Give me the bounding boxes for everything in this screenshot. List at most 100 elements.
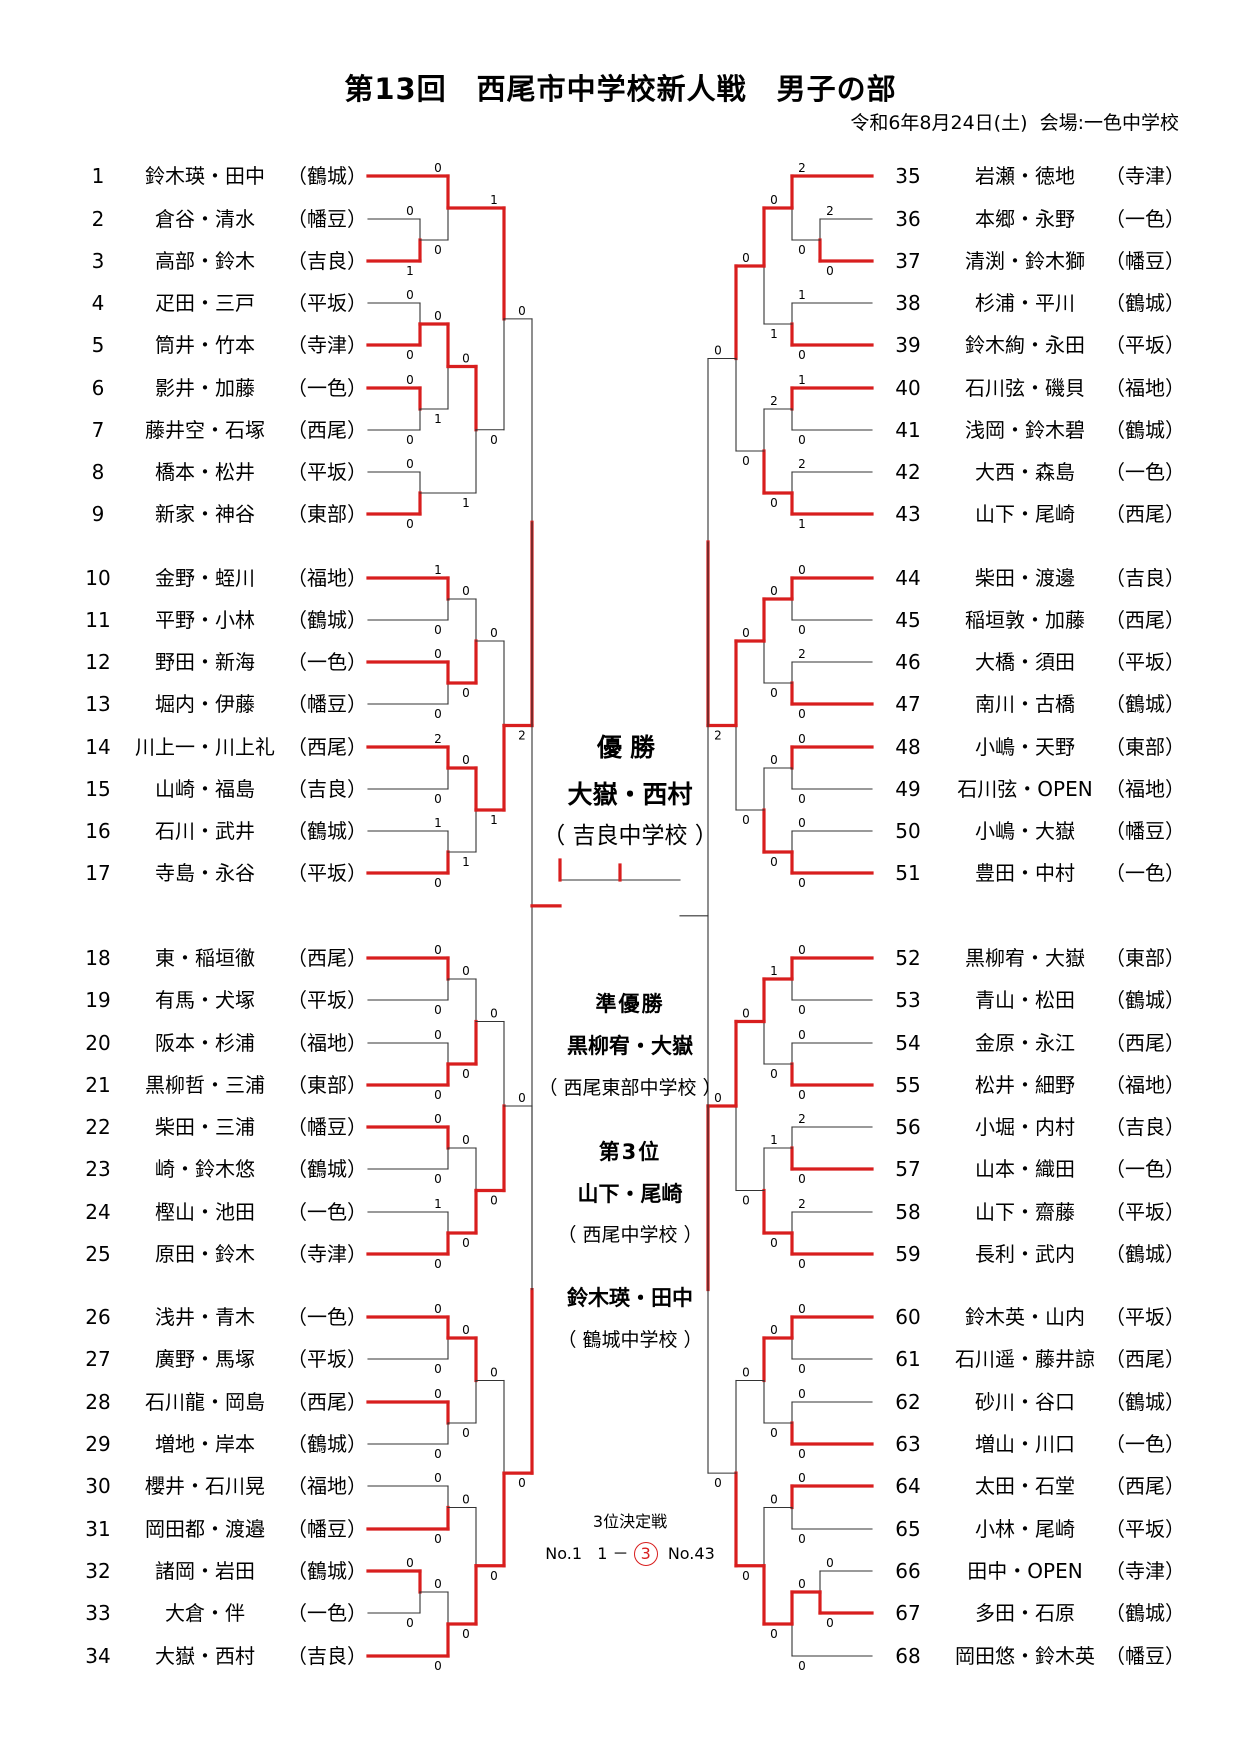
match-score: 0: [462, 1627, 470, 1641]
match-score: 2: [518, 729, 526, 743]
match-score: 1: [434, 816, 442, 830]
entry-number: 49: [895, 777, 921, 801]
match-score: 2: [826, 204, 834, 218]
entry-number: 15: [85, 777, 111, 801]
match-score: 0: [434, 1362, 442, 1376]
entry-school: （鶴城）: [287, 164, 367, 188]
match-score: 0: [434, 243, 442, 257]
third-match-dash: －: [612, 1544, 629, 1563]
match-score: 0: [434, 647, 442, 661]
match-score: 0: [714, 1476, 722, 1490]
entry-school: （鶴城）: [1105, 1390, 1185, 1414]
entry-school: （鶴城）: [287, 608, 367, 632]
entry-school: （幡豆）: [287, 207, 367, 231]
match-score: 2: [434, 732, 442, 746]
entry-school: （一色）: [1105, 207, 1185, 231]
entry-name: 石川・武井: [155, 819, 255, 843]
entry-school: （鶴城）: [1105, 1601, 1185, 1625]
entry-school: （西尾）: [287, 1390, 367, 1414]
match-score: 0: [434, 1003, 442, 1017]
entry-number: 2: [91, 207, 105, 231]
entry-school: （一色）: [287, 1601, 367, 1625]
match-score: 0: [798, 1172, 806, 1186]
match-score: 0: [770, 855, 778, 869]
entry-number: 7: [91, 418, 105, 442]
entry-school: （鶴城）: [1105, 291, 1185, 315]
entry-name: 東・稲垣徹: [155, 946, 255, 970]
entry-number: 46: [895, 650, 921, 674]
match-score: 0: [462, 1133, 470, 1147]
entry-number: 12: [85, 650, 111, 674]
entry-school: （吉良）: [1105, 566, 1185, 590]
entry-name: 長利・武内: [975, 1242, 1075, 1266]
match-score: 0: [434, 1028, 442, 1042]
entry-school: （平坂）: [287, 861, 367, 885]
match-score: 0: [770, 1627, 778, 1641]
entry-number: 50: [895, 819, 921, 843]
entry-number: 13: [85, 692, 111, 716]
match-score: 0: [742, 251, 750, 265]
entry-school: （西尾）: [1105, 608, 1185, 632]
entry-number: 67: [895, 1601, 921, 1625]
entry-school: （平坂）: [1105, 333, 1185, 357]
entry-name: 堀内・伊藤: [155, 692, 255, 716]
entry-number: 66: [895, 1559, 921, 1583]
champion-name: 大嶽・西村: [567, 780, 693, 809]
entry-name: 倉谷・清水: [155, 207, 255, 231]
third-match-right: No.43: [667, 1544, 715, 1563]
match-score: 0: [742, 1366, 750, 1380]
match-score: 0: [770, 686, 778, 700]
entry-name: 川上一・川上礼: [135, 735, 275, 759]
match-score: 0: [714, 1091, 722, 1105]
entry-school: （福地）: [287, 566, 367, 590]
match-score: 0: [434, 876, 442, 890]
match-score: 0: [406, 204, 414, 218]
entry-number: 17: [85, 861, 111, 885]
entry-school: （平坂）: [1105, 650, 1185, 674]
entry-name: 橋本・松井: [155, 460, 255, 484]
entry-number: 24: [85, 1200, 111, 1224]
entry-school: （吉良）: [287, 777, 367, 801]
match-score: 0: [406, 1616, 414, 1630]
entry-name: 金野・蛭川: [155, 566, 255, 590]
match-score: 0: [462, 1067, 470, 1081]
match-score: 2: [798, 457, 806, 471]
entry-name: 諸岡・岩田: [155, 1559, 255, 1583]
entry-name: 大嶽・西村: [155, 1644, 255, 1668]
entry-school: （平坂）: [1105, 1200, 1185, 1224]
match-score: 0: [798, 1659, 806, 1673]
match-score: 0: [462, 1323, 470, 1337]
entry-school: （福地）: [287, 1474, 367, 1498]
entry-number: 23: [85, 1157, 111, 1181]
entry-number: 20: [85, 1031, 111, 1055]
entry-school: （鶴城）: [287, 1157, 367, 1181]
match-score: 0: [462, 584, 470, 598]
entry-name: 櫻井・石川晃: [145, 1474, 265, 1498]
entry-school: （幡豆）: [287, 1517, 367, 1541]
entry-name: 原田・鈴木: [155, 1242, 255, 1266]
entry-number: 35: [895, 164, 921, 188]
match-score: 2: [798, 1197, 806, 1211]
match-score: 0: [770, 1236, 778, 1250]
champion-title: 優勝: [596, 733, 663, 762]
match-score: 0: [798, 1088, 806, 1102]
entry-number: 26: [85, 1305, 111, 1329]
entry-school: （鶴城）: [287, 1432, 367, 1456]
match-score: 0: [406, 457, 414, 471]
entry-name: 柴田・三浦: [155, 1115, 255, 1139]
match-score: 1: [770, 964, 778, 978]
entry-name: 寺島・永谷: [155, 861, 255, 885]
match-score: 1: [462, 496, 470, 510]
